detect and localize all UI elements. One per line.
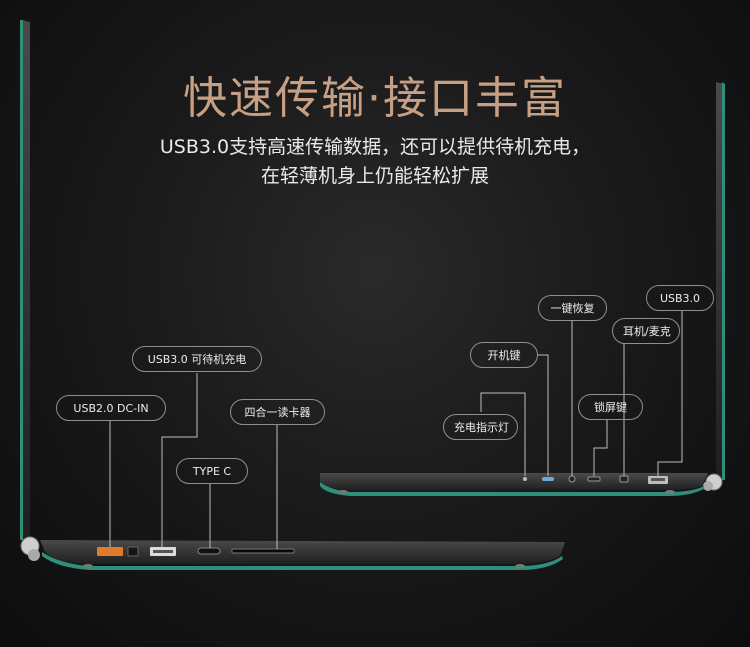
recovery-button bbox=[568, 475, 576, 483]
right-laptop-screen bbox=[716, 82, 725, 480]
lock-screen-button bbox=[587, 476, 601, 482]
headset-jack bbox=[619, 475, 629, 483]
page-title: 快速传输·接口丰富 bbox=[183, 73, 567, 124]
subtitle-line-1: USB3.0支持高速传输数据，还可以提供待机充电， bbox=[159, 136, 591, 158]
left-laptop-screen bbox=[20, 20, 30, 540]
label-type-c: TYPE C bbox=[176, 458, 248, 484]
left-leader-lines bbox=[109, 373, 278, 549]
dc-in-port bbox=[127, 546, 139, 557]
label-lock-screen-key: 锁屏键 bbox=[578, 394, 643, 420]
usb3-right-port-inner bbox=[651, 478, 665, 481]
label-charge-indicator: 充电指示灯 bbox=[443, 414, 518, 440]
left-laptop-base bbox=[40, 540, 565, 570]
label-headset: 耳机/麦克 bbox=[612, 318, 680, 344]
label-usb3: USB3.0 bbox=[646, 285, 714, 311]
right-leader-lines bbox=[480, 311, 683, 476]
power-button bbox=[542, 477, 554, 481]
label-usb2-dcin: USB2.0 DC-IN bbox=[56, 395, 166, 421]
right-laptop-base bbox=[320, 473, 708, 496]
usb3-port-inner bbox=[153, 550, 173, 553]
type-c-port bbox=[197, 547, 221, 555]
label-power-key: 开机键 bbox=[470, 342, 538, 368]
subtitle-line-2: 在轻薄机身上仍能轻松扩展 bbox=[260, 165, 489, 187]
left-laptop-hinge bbox=[20, 536, 40, 561]
label-usb3-charge: USB3.0 可待机充电 bbox=[132, 346, 262, 372]
card-reader-slot bbox=[231, 548, 295, 554]
label-card-reader: 四合一读卡器 bbox=[230, 399, 325, 425]
label-one-key-recovery: 一键恢复 bbox=[538, 295, 607, 321]
right-laptop-hinge bbox=[703, 473, 723, 491]
usb2-port bbox=[97, 547, 123, 556]
charge-indicator-light bbox=[523, 477, 527, 481]
